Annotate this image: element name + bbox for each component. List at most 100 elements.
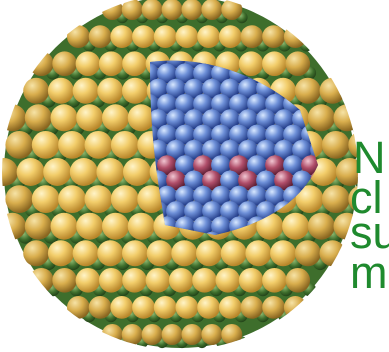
shell-atom — [43, 158, 71, 186]
shell-atom — [216, 268, 241, 293]
shell-atom — [308, 213, 335, 240]
shell-atom — [322, 131, 350, 159]
shell-atom — [270, 240, 296, 266]
shell-atom — [262, 25, 285, 48]
shell-atom — [146, 268, 171, 293]
shell-atom — [308, 104, 335, 131]
shell-atom — [97, 78, 123, 104]
shell-atom — [219, 296, 242, 319]
shell-atom — [48, 78, 74, 104]
shell-atom — [102, 213, 129, 240]
shell-atom — [221, 240, 247, 266]
shell-atom — [322, 185, 350, 213]
shell-atom — [111, 131, 139, 159]
shell-atom — [334, 213, 361, 240]
shell-atom — [23, 78, 49, 104]
shell-atom — [73, 240, 99, 266]
shell-atom — [239, 51, 264, 76]
shell-atom — [176, 25, 199, 48]
shell-atom — [89, 25, 112, 48]
ligand-atom — [353, 229, 368, 244]
shell-atom — [196, 240, 222, 266]
shell-atom — [110, 296, 133, 319]
shell-atom — [123, 158, 151, 186]
ligand-atom — [368, 202, 383, 217]
shell-atom — [67, 296, 90, 319]
shell-atom — [348, 131, 376, 159]
shell-atom — [128, 104, 155, 131]
shell-atom — [197, 296, 220, 319]
shell-atom — [122, 51, 147, 76]
shell-atom — [23, 240, 49, 266]
shell-atom — [169, 268, 194, 293]
shell-atom — [85, 131, 113, 159]
shell-atom — [70, 158, 98, 186]
ligand-atom — [353, 121, 368, 136]
shell-atom — [58, 131, 86, 159]
shell-atom — [286, 51, 311, 76]
shell-atom — [85, 185, 113, 213]
shell-atom — [48, 240, 74, 266]
shell-atom — [241, 296, 264, 319]
shell-atom — [97, 240, 123, 266]
shell-atom — [99, 268, 124, 293]
shell-atom — [5, 185, 33, 213]
shell-atom — [111, 185, 139, 213]
ligand-atom — [368, 148, 383, 163]
shell-atom — [17, 158, 45, 186]
shell-atom — [76, 268, 101, 293]
shell-atom — [32, 131, 60, 159]
shell-atom — [96, 158, 124, 186]
shell-atom — [219, 25, 242, 48]
shell-atom — [122, 324, 143, 345]
shell-atom — [73, 78, 99, 104]
shell-atom — [5, 131, 33, 159]
shell-atom — [192, 268, 217, 293]
shell-atom — [162, 324, 183, 345]
shell-atom — [52, 268, 77, 293]
shell-atom — [154, 296, 177, 319]
shell-atom — [0, 213, 26, 240]
shell-atom — [336, 158, 364, 186]
shell-atom — [76, 213, 103, 240]
shell-atom — [25, 213, 52, 240]
shell-atom — [286, 268, 311, 293]
ligand-atom — [300, 310, 313, 323]
shell-atom — [348, 185, 376, 213]
shell-atom — [102, 324, 123, 345]
shell-atom — [282, 213, 309, 240]
shell-atom — [25, 104, 52, 131]
shell-atom — [262, 296, 285, 319]
shell-atom — [110, 25, 133, 48]
shell-atom — [182, 324, 203, 345]
shell-atom — [171, 240, 197, 266]
shell-atom — [128, 213, 155, 240]
shell-atom — [132, 25, 155, 48]
shell-atom — [239, 268, 264, 293]
shell-atom — [51, 104, 78, 131]
ligand-atom — [338, 256, 352, 270]
shell-atom — [334, 104, 361, 131]
shell-atom — [58, 185, 86, 213]
shell-atom — [89, 296, 112, 319]
shell-atom — [201, 324, 222, 345]
shell-atom — [284, 296, 307, 319]
shell-atom — [0, 104, 26, 131]
shell-atom — [76, 51, 101, 76]
shell-atom — [176, 296, 199, 319]
shell-atom — [245, 240, 271, 266]
shell-atom — [29, 51, 54, 76]
shell-atom — [52, 51, 77, 76]
shell-atom — [102, 104, 129, 131]
shell-atom — [67, 25, 90, 48]
shell-atom — [241, 25, 264, 48]
shell-atom — [320, 78, 346, 104]
shell-atom — [132, 296, 155, 319]
shell-atom — [142, 324, 163, 345]
shell-atom — [99, 51, 124, 76]
shell-atom — [262, 268, 287, 293]
shell-atom — [122, 240, 148, 266]
shell-atom — [76, 104, 103, 131]
